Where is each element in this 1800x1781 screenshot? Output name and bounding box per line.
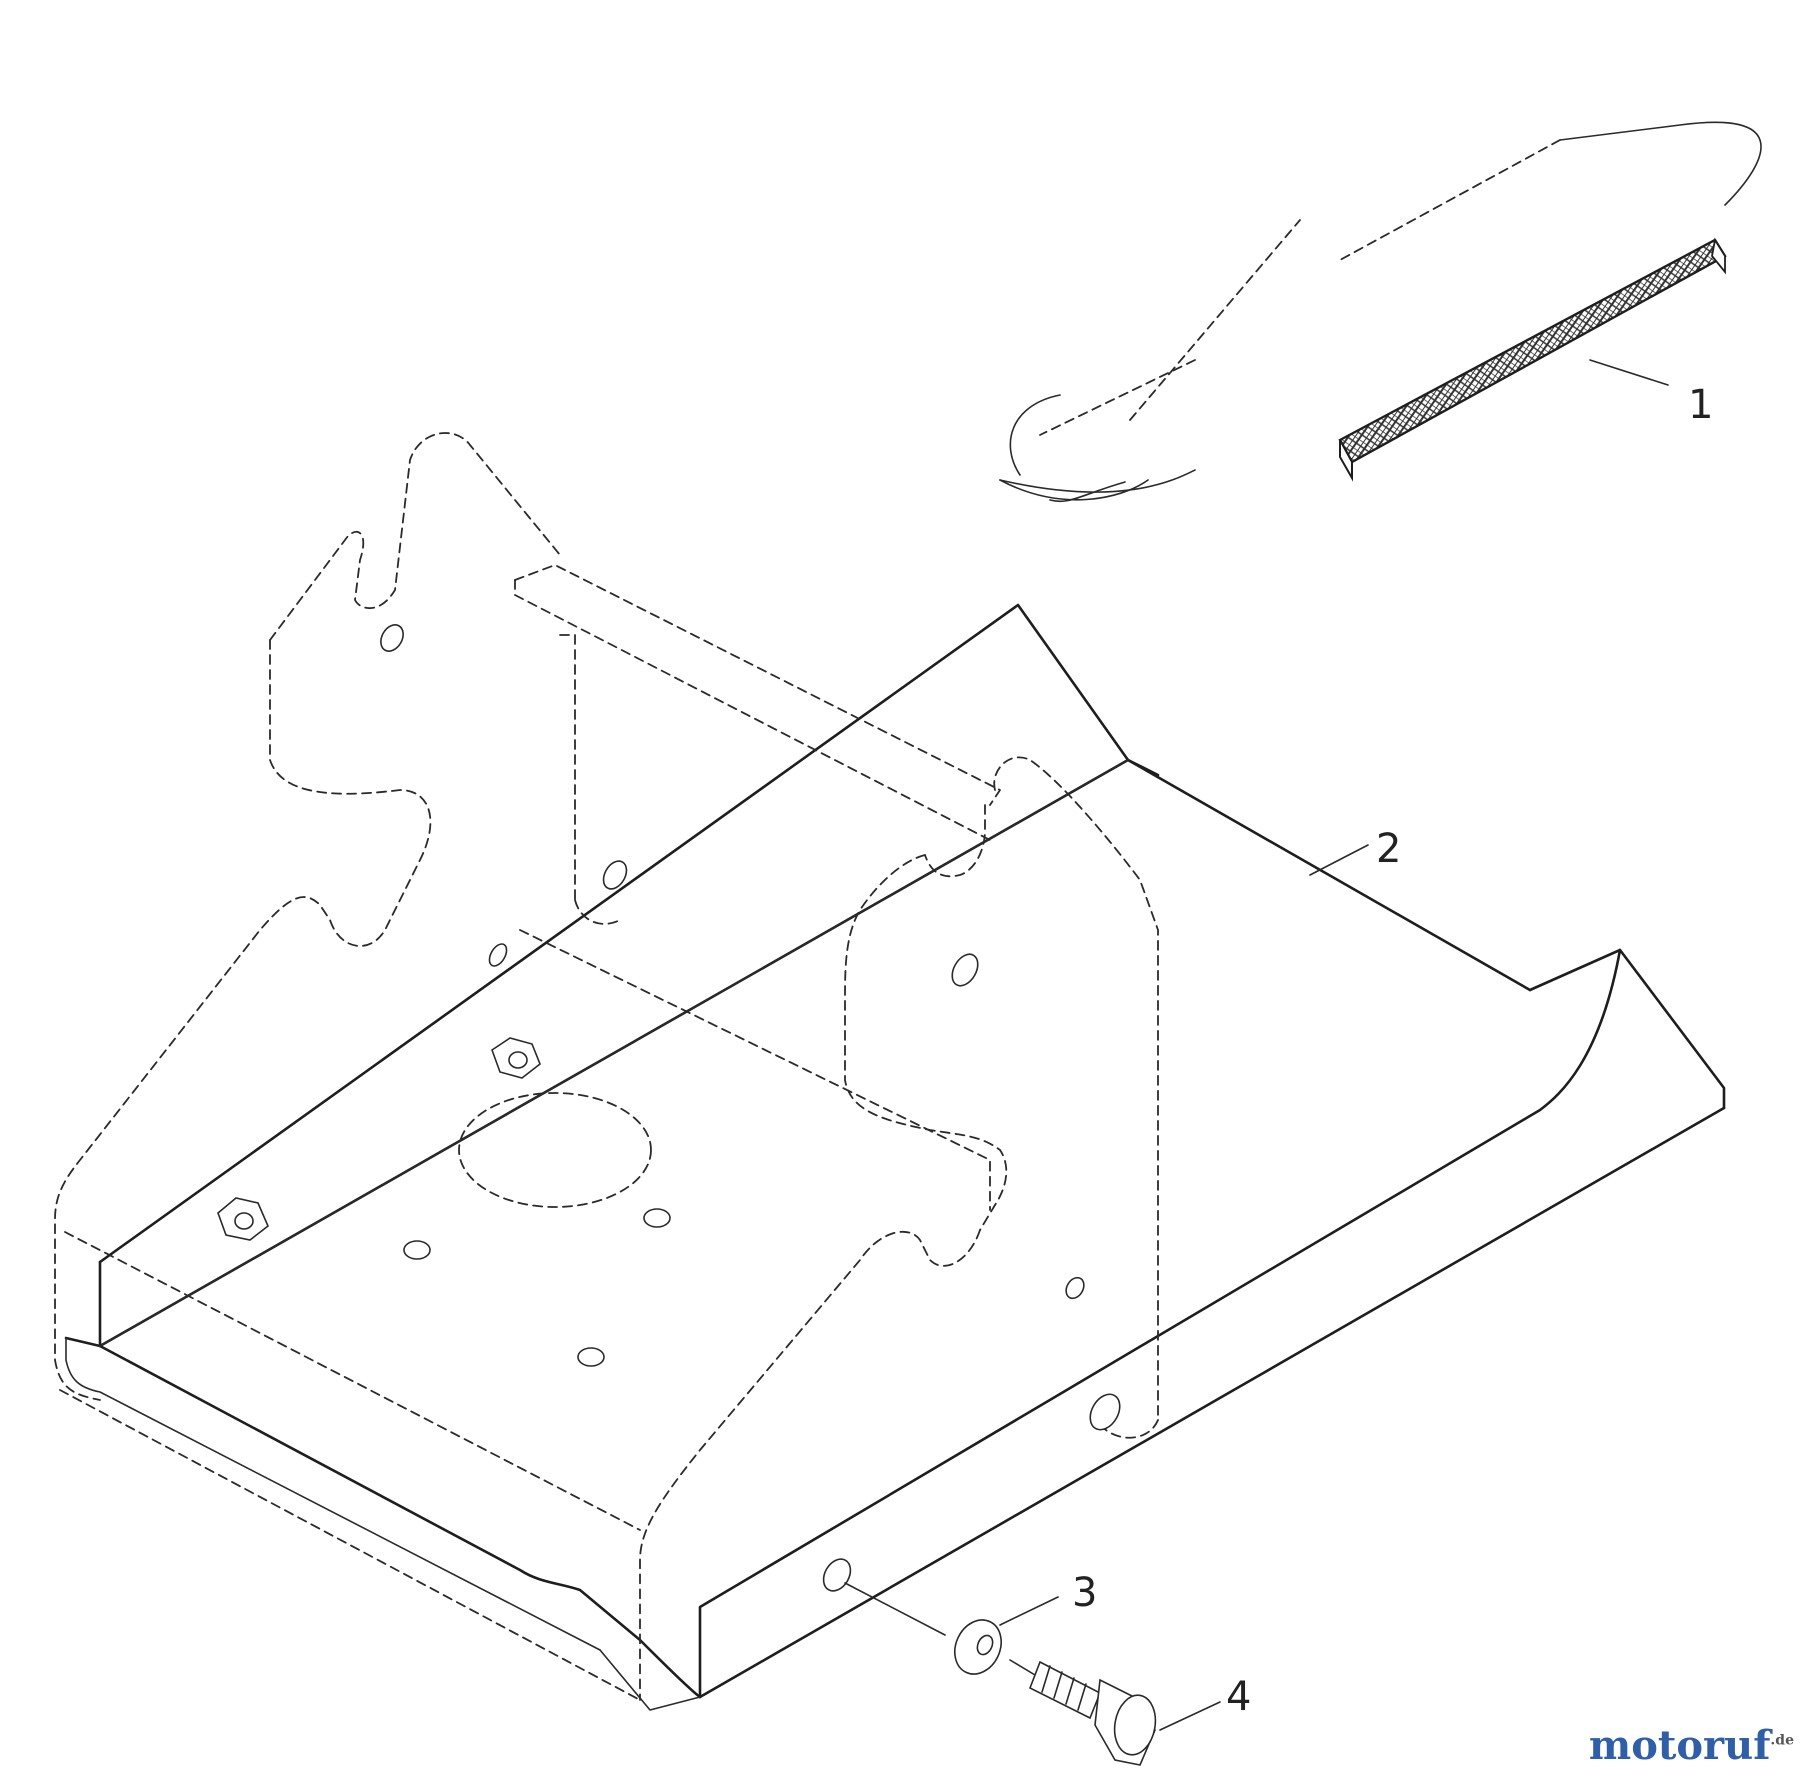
- callout-1: 1: [1688, 382, 1713, 428]
- callout-3: 3: [1072, 1570, 1097, 1616]
- part-2-hidden-brackets: [54, 432, 1159, 1701]
- part-2-mount-tray: [64, 603, 1726, 1711]
- leader-lines: [999, 359, 1669, 1731]
- part-1-phantom-outline: [999, 121, 1762, 503]
- holes: [380, 624, 1121, 1592]
- hex-nut-lower: [217, 1197, 269, 1241]
- watermark-logo: motoruf.de: [1589, 1722, 1794, 1769]
- leader-line-4: [1159, 1701, 1221, 1731]
- part-4-bolt: [1009, 1659, 1157, 1766]
- hex-nut-upper: [491, 1037, 541, 1079]
- watermark-text: motoruf: [1588, 1722, 1771, 1769]
- leader-line-2: [1309, 844, 1369, 876]
- part-3-washer: [844, 1582, 1002, 1675]
- watermark-suffix: .de: [1770, 1732, 1794, 1749]
- leader-line-1: [1589, 359, 1669, 386]
- part-1-grip-strip: [1338, 237, 1727, 482]
- leader-line-3: [999, 1596, 1059, 1626]
- callout-2: 2: [1376, 826, 1401, 872]
- callout-4: 4: [1226, 1674, 1251, 1720]
